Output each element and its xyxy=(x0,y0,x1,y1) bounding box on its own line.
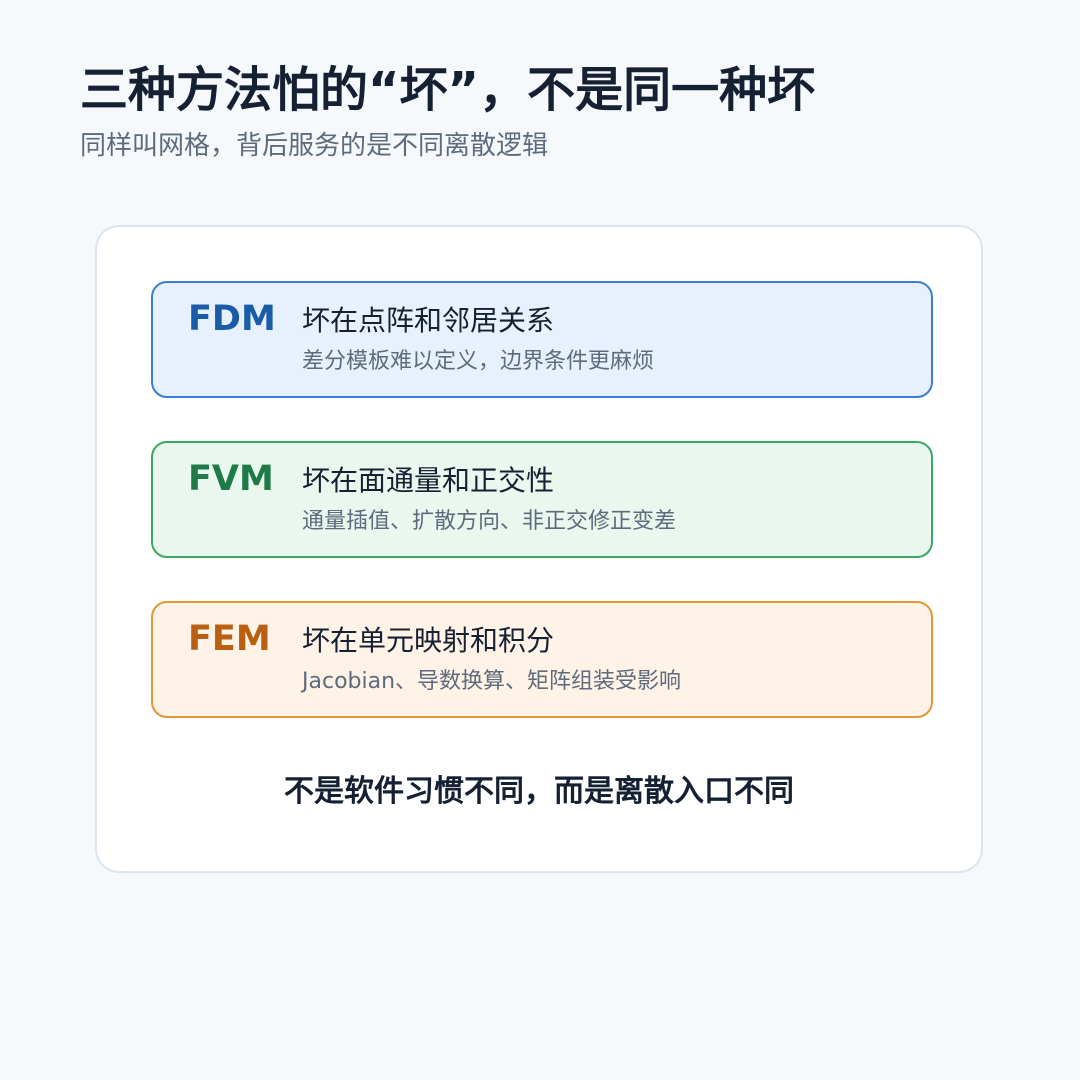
method-label: FVM xyxy=(188,459,274,499)
method-detail: 差分模板难以定义，边界条件更麻烦 xyxy=(302,349,655,374)
conclusion-text: 不是软件习惯不同，而是离散入口不同 xyxy=(284,774,794,809)
method-card-fdm: FDM 坏在点阵和邻居关系 差分模板难以定义，边界条件更麻烦 xyxy=(151,281,933,398)
method-detail: Jacobian、导数换算、矩阵组装受影响 xyxy=(302,669,682,694)
method-headline: 坏在点阵和邻居关系 xyxy=(302,304,555,337)
method-headline: 坏在面通量和正交性 xyxy=(302,464,555,497)
method-card-fvm: FVM 坏在面通量和正交性 通量插值、扩散方向、非正交修正变差 xyxy=(151,441,933,558)
page-subtitle: 同样叫网格，背后服务的是不同离散逻辑 xyxy=(80,131,549,161)
page-title: 三种方法怕的“坏”，不是同一种坏 xyxy=(80,62,816,118)
method-label: FDM xyxy=(188,299,276,339)
comparison-panel: FDM 坏在点阵和邻居关系 差分模板难以定义，边界条件更麻烦 FVM 坏在面通量… xyxy=(95,225,983,873)
method-card-fem: FEM 坏在单元映射和积分 Jacobian、导数换算、矩阵组装受影响 xyxy=(151,601,933,718)
method-headline: 坏在单元映射和积分 xyxy=(302,624,555,657)
method-detail: 通量插值、扩散方向、非正交修正变差 xyxy=(302,509,677,534)
method-label: FEM xyxy=(188,619,271,659)
